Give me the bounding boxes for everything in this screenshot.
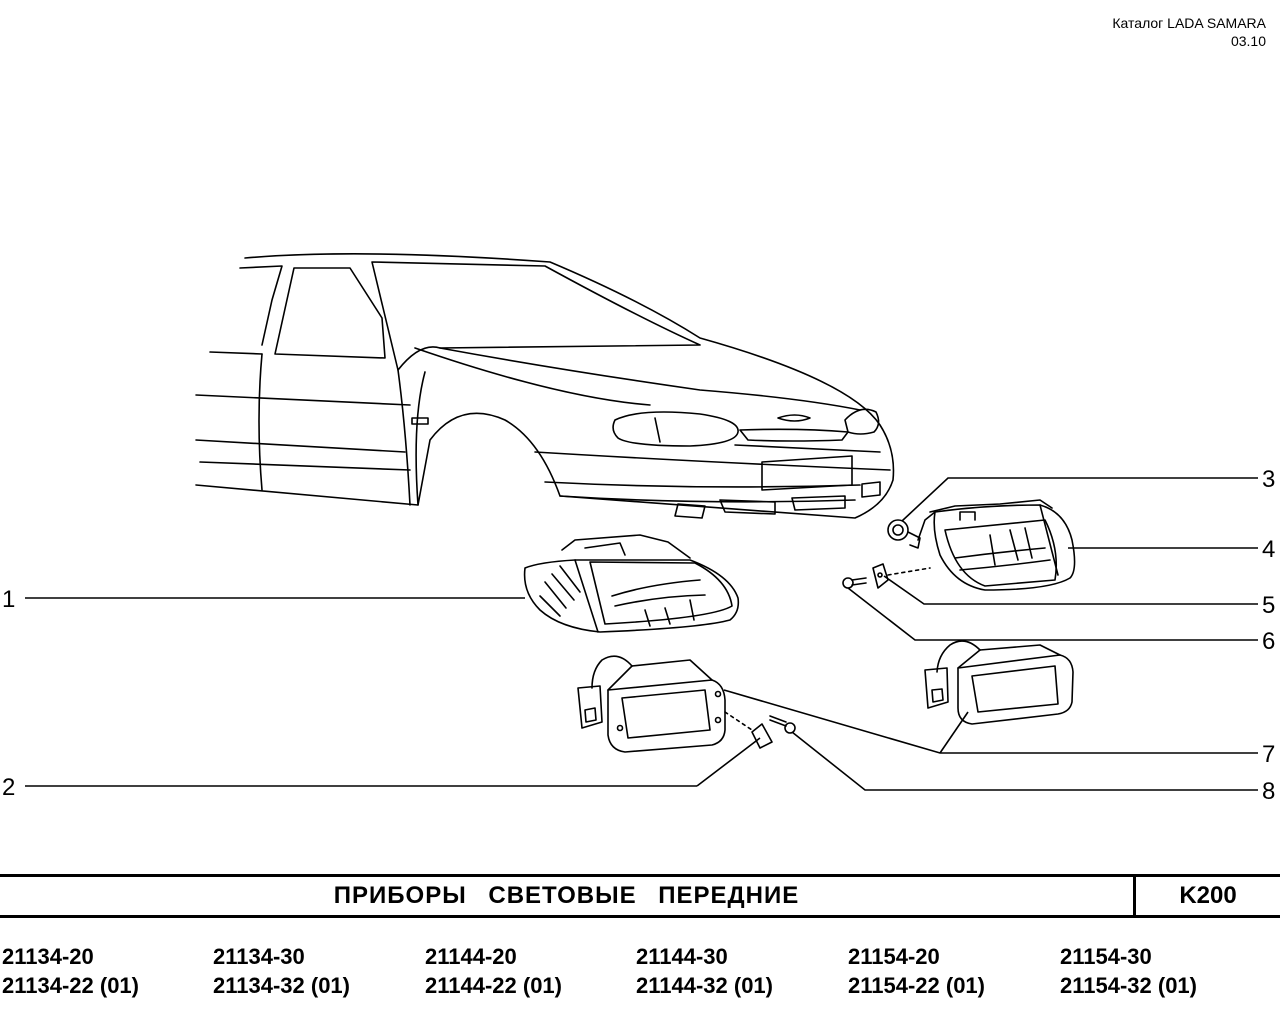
model-code: 21134-22 (01) [2, 973, 139, 998]
fog-lamp-left [577, 655, 726, 753]
model-code: 21144-30 [636, 944, 728, 969]
headlamp-right [917, 499, 1076, 591]
model-column: 21134-30 21134-32 (01) [213, 942, 350, 1000]
catalog-name: Каталог LADA SAMARA [1112, 15, 1266, 31]
section-title: ПРИБОРЫ СВЕТОВЫЕ ПЕРЕДНИЕ [333, 882, 800, 909]
model-code: 21144-32 (01) [636, 973, 773, 998]
callout-5: 5 [1262, 592, 1275, 619]
model-column: 21144-20 21144-22 (01) [425, 942, 562, 1000]
model-column: 21134-20 21134-22 (01) [2, 942, 139, 1000]
callout-6: 6 [1262, 628, 1275, 655]
callout-1: 1 [2, 586, 15, 613]
model-code: 21144-22 (01) [425, 973, 562, 998]
leader-lines [25, 477, 1258, 791]
car-outline [195, 253, 895, 519]
callout-8: 8 [1262, 778, 1275, 805]
grommet-part [887, 519, 921, 549]
model-list: 21134-20 21134-22 (01) 21134-30 21134-32… [0, 942, 1280, 1012]
callout-3: 3 [1262, 466, 1275, 493]
model-column: 21154-30 21154-32 (01) [1060, 942, 1197, 1000]
fog-lamp-right [924, 640, 1074, 725]
callout-7: 7 [1262, 741, 1275, 768]
callout-4: 4 [1262, 536, 1275, 563]
screw-part [842, 577, 867, 589]
catalog-header: Каталог LADA SAMARA 03.10 [1112, 14, 1266, 50]
model-column: 21144-30 21144-32 (01) [636, 942, 773, 1000]
model-column: 21154-20 21154-22 (01) [848, 942, 985, 1000]
catalog-date: 03.10 [1230, 33, 1266, 49]
model-code: 21154-20 [848, 944, 940, 969]
model-code: 21154-22 (01) [848, 973, 985, 998]
bracket-part [872, 563, 889, 589]
model-code: 21134-30 [213, 944, 305, 969]
model-code: 21144-20 [425, 944, 517, 969]
callout-2: 2 [2, 774, 15, 801]
model-code: 21134-32 (01) [213, 973, 350, 998]
title-bar: ПРИБОРЫ СВЕТОВЫЕ ПЕРЕДНИЕ K200 [0, 874, 1280, 918]
model-code: 21154-32 (01) [1060, 973, 1197, 998]
exploded-view-drawing: 1 2 3 4 5 6 7 8 [2, 253, 1275, 805]
section-code: K200 [1133, 877, 1280, 915]
model-code: 21134-20 [2, 944, 94, 969]
model-code: 21154-30 [1060, 944, 1152, 969]
fog-screw-part [751, 715, 796, 749]
headlamp-left [523, 534, 740, 633]
